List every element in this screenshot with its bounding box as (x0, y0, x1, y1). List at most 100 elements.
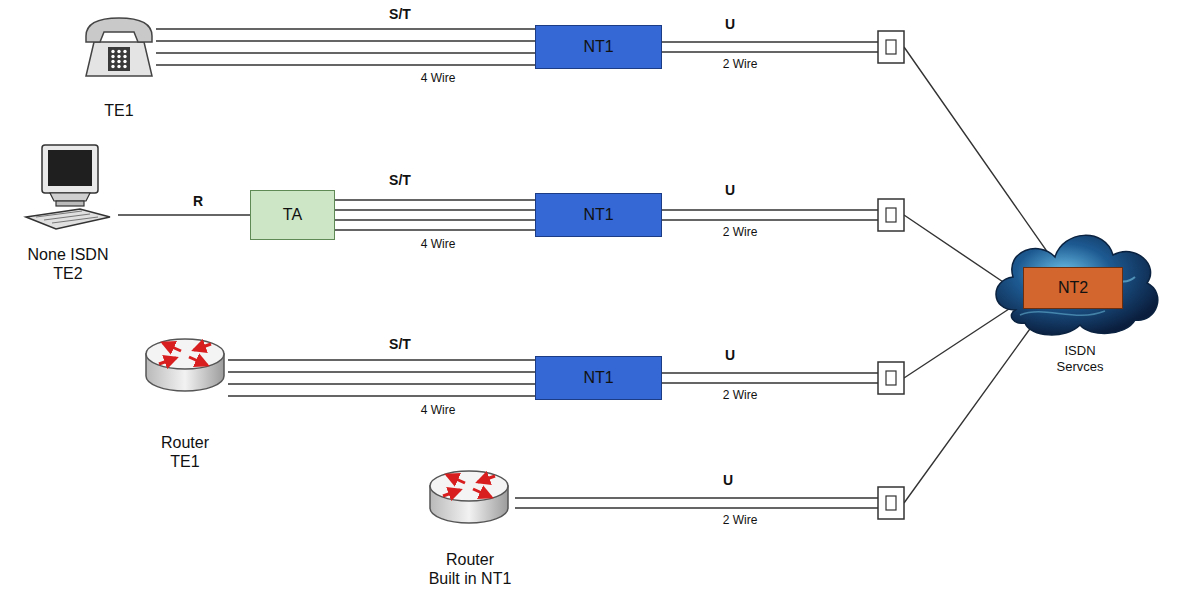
wire-count-label: 2 Wire (721, 58, 760, 72)
wall-jack-part (886, 496, 896, 510)
router-icon-part (146, 339, 224, 369)
computer-icon (26, 145, 110, 229)
box-label: NT1 (583, 37, 613, 56)
router-node: Router TE1 (142, 330, 228, 473)
device-label: Router TE1 (161, 433, 209, 471)
wall-jack (878, 362, 904, 394)
text-line: Built in NT1 (429, 570, 512, 587)
computer-icon-part (42, 145, 98, 193)
telephone-node: TE1 (82, 10, 156, 122)
wire-connector (662, 305, 1015, 383)
router-icon-part (189, 357, 207, 365)
text-line: Servces (1057, 359, 1104, 374)
telephone-icon-part (111, 55, 114, 58)
cloud-node: ISDN Servces NT2 (985, 215, 1165, 393)
telephone-icon-part (86, 42, 152, 76)
telephone-icon-part (123, 55, 126, 58)
wire-connector (662, 42, 1053, 260)
telephone-icon-part (123, 60, 126, 63)
box-label: NT2 (1058, 278, 1088, 297)
wall-jack-part (878, 31, 904, 63)
telephone-icon-part (117, 65, 120, 68)
computer-icon-part (48, 150, 92, 186)
text-line: Router (161, 434, 209, 451)
router-icon-part (430, 471, 508, 501)
nt1-box: NT1 (535, 356, 662, 400)
router-icon-part (163, 343, 181, 351)
router-icon-part (447, 475, 465, 483)
nt1-box: NT1 (535, 193, 662, 237)
router-icon-part (473, 489, 491, 497)
text-line: TE2 (53, 265, 82, 282)
wall-jack-part (886, 371, 896, 385)
telephone-icon-part (123, 65, 126, 68)
box-label: NT1 (583, 368, 613, 387)
computer-node: None ISDN TE2 (18, 143, 118, 285)
interface-label: S/T (387, 6, 413, 22)
telephone-icon-part (123, 50, 126, 53)
wall-jack-part (886, 208, 896, 222)
interface-label: S/T (387, 172, 413, 188)
wire-connector (118, 214, 250, 215)
interface-label: R (191, 193, 205, 209)
wire-connector (515, 315, 1040, 508)
text-line: Router (446, 551, 494, 568)
wall-jack-part (878, 362, 904, 394)
router-icon-part (478, 476, 495, 482)
text-line: ISDN (1064, 343, 1095, 358)
ta-box: TA (250, 190, 335, 240)
telephone-icon (86, 18, 152, 76)
telephone-icon-part (117, 55, 120, 58)
interface-label: U (723, 347, 737, 363)
router-icon-part (443, 490, 460, 496)
wire-connector (335, 200, 535, 230)
device-label: TE1 (104, 101, 133, 120)
router-icon (430, 471, 508, 523)
wall-jack (878, 199, 904, 231)
nt1-box: NT1 (535, 25, 662, 69)
router-icon (146, 339, 224, 391)
box-label: TA (283, 205, 302, 224)
wire-count-label: 4 Wire (419, 72, 458, 86)
wall-jack (878, 487, 904, 519)
router-icon-part (194, 344, 211, 350)
router-node: Router Built in NT1 (425, 462, 515, 590)
wall-jack (878, 31, 904, 63)
telephone-icon-part (111, 50, 114, 53)
wire-connector (662, 210, 1015, 290)
text-line: None ISDN (28, 246, 109, 263)
isdn-cloud (996, 235, 1158, 335)
wire-count-label: 4 Wire (419, 404, 458, 418)
wire-count-label: 2 Wire (721, 389, 760, 403)
device-label: ISDN Servces (1045, 343, 1115, 374)
wall-jack-part (878, 487, 904, 519)
isdn-cloud-part (996, 235, 1158, 335)
computer-icon-part (36, 211, 98, 223)
wire-count-label: 4 Wire (419, 238, 458, 252)
telephone-icon-part (117, 50, 120, 53)
interface-label: U (723, 182, 737, 198)
computer-icon-part (56, 201, 84, 206)
computer-icon-part (50, 193, 90, 201)
wall-jack-part (886, 40, 896, 54)
isdn-cloud-part (1020, 311, 1105, 315)
interface-label: U (721, 472, 735, 488)
telephone-icon-part (86, 18, 152, 42)
text-line: TE1 (170, 453, 199, 470)
telephone-icon-part (111, 60, 114, 63)
wire-count-label: 2 Wire (721, 226, 760, 240)
wire-connector (156, 29, 535, 65)
wire-count-label: 2 Wire (721, 514, 760, 528)
interface-label: U (723, 16, 737, 32)
nt2-box: NT2 (1023, 267, 1123, 309)
telephone-icon-part (111, 65, 114, 68)
device-label: Router Built in NT1 (429, 550, 512, 588)
device-label: None ISDN TE2 (28, 245, 109, 283)
telephone-icon-part (108, 47, 130, 71)
router-icon-part (159, 358, 176, 364)
computer-icon-part (26, 209, 110, 229)
telephone-icon-part (117, 60, 120, 63)
interface-label: S/T (387, 336, 413, 352)
